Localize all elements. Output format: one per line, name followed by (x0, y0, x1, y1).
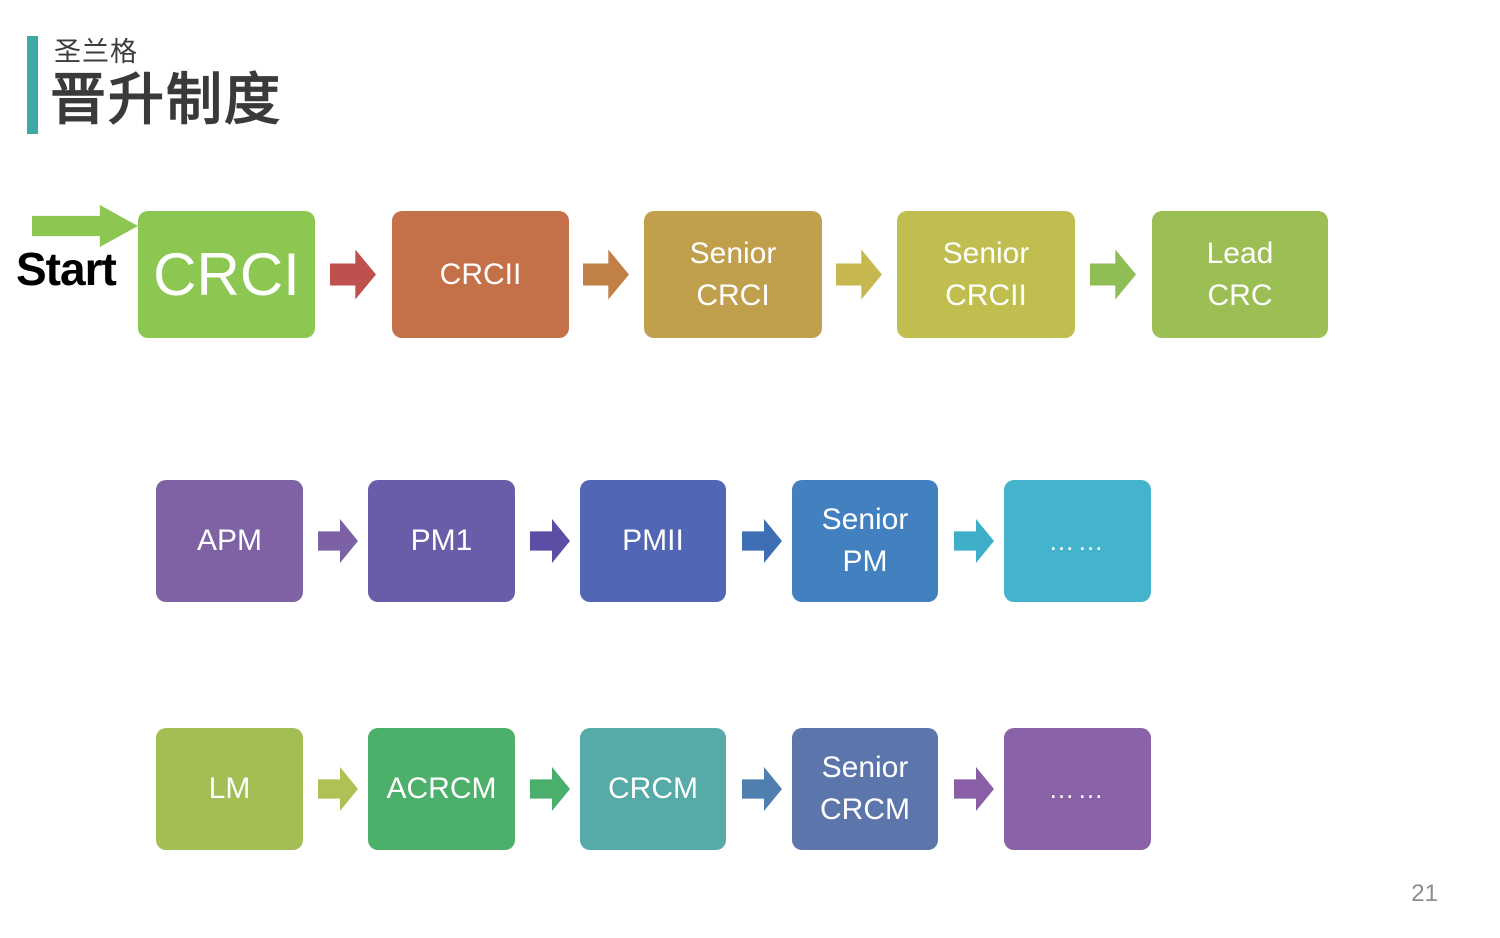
flow-node-crcm-track-2[interactable]: ACRCM (368, 728, 515, 850)
flow-arrow-icon-crc-track-1 (330, 249, 376, 300)
flow-node-pm-track-3[interactable]: PMII (580, 480, 726, 602)
flow-node-label: Senior (689, 236, 777, 270)
flow-arrow-icon-crcm-track-1 (318, 767, 358, 811)
flow-node-label: Lead (1206, 236, 1274, 270)
flow-node-label: CRCII (945, 278, 1027, 312)
flow-node-label: CRCI (153, 240, 300, 308)
flow-node-label: Senior (942, 236, 1030, 270)
flow-node-label: PM (842, 545, 888, 578)
page-number: 21 (1411, 880, 1438, 907)
page-title: 晋升制度 (50, 68, 282, 131)
title-accent-bar (27, 36, 38, 134)
flow-node-label: LM (208, 772, 251, 805)
flow-node-pm-track-1[interactable]: APM (156, 480, 303, 602)
flow-node-label: CRCM (820, 793, 910, 826)
flow-node-crc-track-1[interactable]: CRCI (138, 211, 315, 338)
flow-node-pm-track-5[interactable]: …… (1004, 480, 1151, 602)
flow-node-label: CRCM (608, 772, 698, 805)
flow-node-label: PMII (622, 524, 684, 557)
flow-arrow-icon-crcm-track-2 (530, 767, 570, 811)
flow-node-label: Senior (821, 751, 909, 784)
flow-node-label: PM1 (410, 524, 473, 557)
flow-node-label: CRC (1207, 278, 1273, 312)
flow-node-crc-track-2[interactable]: CRCII (392, 211, 569, 338)
flow-node-pm-track-2[interactable]: PM1 (368, 480, 515, 602)
flow-arrow-icon-crc-track-4 (1090, 249, 1136, 300)
start-label: Start (16, 243, 117, 295)
flow-arrow-icon-crcm-track-4 (954, 767, 994, 811)
flow-node-label: Senior (821, 503, 909, 536)
flow-node-crcm-track-1[interactable]: LM (156, 728, 303, 850)
flow-node-label: CRCI (696, 278, 770, 312)
flow-arrow-icon-pm-track-1 (318, 519, 358, 563)
flow-arrow-icon-pm-track-4 (954, 519, 994, 563)
flow-node-label: CRCII (439, 257, 522, 291)
flow-node-crcm-track-3[interactable]: CRCM (580, 728, 726, 850)
flow-node-label: ACRCM (386, 772, 497, 805)
flow-arrow-icon-crcm-track-3 (742, 767, 782, 811)
flow-arrow-icon-pm-track-2 (530, 519, 570, 563)
flow-arrow-icon-pm-track-3 (742, 519, 782, 563)
flow-node-label: …… (1048, 774, 1107, 804)
flow-node-label: …… (1048, 526, 1107, 556)
slide-header: 圣兰格 晋升制度 (0, 0, 1500, 170)
flow-node-label: APM (196, 524, 262, 557)
flow-node-crcm-track-5[interactable]: …… (1004, 728, 1151, 850)
brand-name: 圣兰格 (54, 37, 138, 67)
flow-arrow-icon-crc-track-3 (836, 249, 882, 300)
flow-arrow-icon-crc-track-2 (583, 249, 629, 300)
